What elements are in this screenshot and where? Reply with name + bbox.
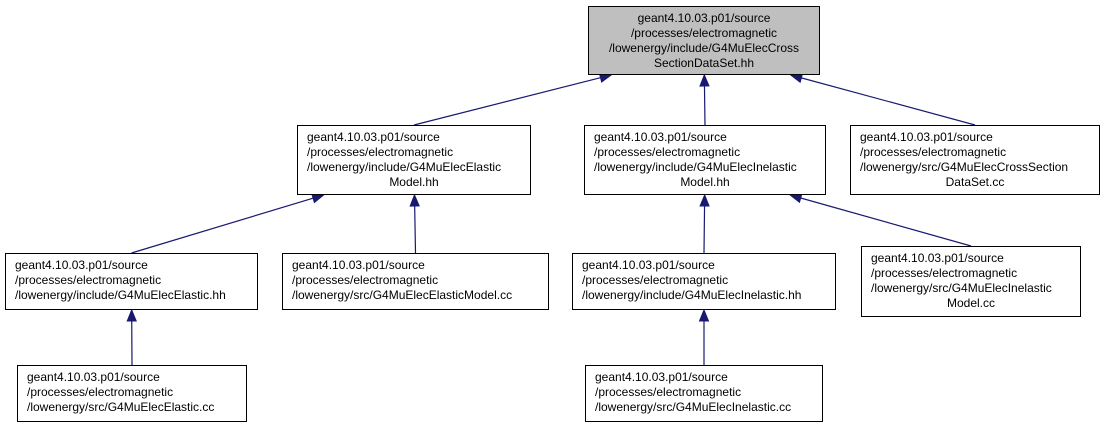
node-line: geant4.10.03.p01/source	[860, 130, 993, 144]
node-line: /processes/electromagnetic	[307, 145, 454, 159]
node-line: geant4.10.03.p01/source	[292, 258, 425, 272]
node-g4muelec-inelastic-model-cc[interactable]: geant4.10.03.p01/source /processes/elect…	[861, 246, 1081, 317]
node-line: /lowenergy/include/G4MuElecInelastic.hh	[582, 288, 802, 302]
edge-inelastic-hh-to-inelastic-model-hh	[703, 205, 706, 254]
node-line: Model.cc	[946, 296, 996, 310]
node-g4muelec-elastic-model-hh[interactable]: geant4.10.03.p01/source /processes/elect…	[297, 125, 531, 195]
node-line: /lowenergy/src/G4MuElecElasticModel.cc	[292, 288, 513, 302]
node-g4muelec-elastic-model-cc[interactable]: geant4.10.03.p01/source /processes/elect…	[282, 253, 549, 310]
node-g4muelec-inelastic-hh[interactable]: geant4.10.03.p01/source /processes/elect…	[572, 253, 836, 310]
node-line: /processes/electromagnetic	[582, 273, 729, 287]
node-line: /processes/electromagnetic	[15, 273, 162, 287]
node-line: /lowenergy/include/G4MuElecCross	[608, 41, 800, 55]
arrowhead-inelastic-cc-to-inelastic-hh	[698, 308, 710, 322]
node-line: /lowenergy/src/G4MuElecCrossSection	[860, 160, 1069, 174]
node-g4muelec-inelastic-model-hh[interactable]: geant4.10.03.p01/source /processes/elect…	[584, 125, 826, 195]
node-line: geant4.10.03.p01/source	[637, 11, 771, 25]
node-line: Model.hh	[680, 175, 730, 189]
arrowhead-inelastic-hh-to-inelastic-model-hh	[699, 193, 710, 207]
edge-elastic-hh-to-elastic-model-hh	[131, 197, 314, 254]
node-line: /lowenergy/src/G4MuElecInelastic.cc	[595, 400, 792, 414]
node-line: geant4.10.03.p01/source	[582, 258, 715, 272]
node-line: /processes/electromagnetic	[292, 273, 439, 287]
node-line: /processes/electromagnetic	[594, 145, 741, 159]
edge-inelastic-model-hh-to-root	[703, 85, 706, 126]
node-line: geant4.10.03.p01/source	[15, 258, 148, 272]
node-line: Model.hh	[389, 175, 439, 189]
node-line: SectionDataSet.hh	[653, 56, 755, 70]
arrowhead-elastic-model-cc-to-elastic-model-hh	[409, 193, 420, 207]
node-line: /lowenergy/src/G4MuElecElastic.cc	[27, 400, 215, 414]
node-line: /lowenergy/include/G4MuElecElastic	[307, 160, 502, 174]
edge-inelastic-model-cc-to-inelastic-model-hh	[800, 197, 972, 247]
edge-cross-section-cc-to-root	[801, 77, 976, 126]
node-g4muelec-elastic-cc[interactable]: geant4.10.03.p01/source /processes/elect…	[17, 365, 247, 422]
node-g4muelec-elastic-hh[interactable]: geant4.10.03.p01/source /processes/elect…	[5, 253, 258, 310]
arrowhead-inelastic-model-hh-to-root	[699, 73, 710, 87]
node-line: /processes/electromagnetic	[595, 385, 742, 399]
node-line: geant4.10.03.p01/source	[307, 130, 440, 144]
node-line: /lowenergy/include/G4MuElecElastic.hh	[15, 288, 226, 302]
node-line: geant4.10.03.p01/source	[27, 370, 160, 384]
node-line: /lowenergy/src/G4MuElecInelastic	[871, 281, 1052, 295]
arrowhead-elastic-hh-to-elastic-model-hh	[311, 193, 325, 204]
node-g4muelec-inelastic-cc[interactable]: geant4.10.03.p01/source /processes/elect…	[585, 365, 823, 422]
node-g4muelec-cross-section-dataset-cc[interactable]: geant4.10.03.p01/source /processes/elect…	[850, 125, 1100, 195]
edge-elastic-model-cc-to-elastic-model-hh	[414, 205, 417, 254]
node-line: geant4.10.03.p01/source	[594, 130, 727, 144]
node-line: /processes/electromagnetic	[27, 385, 174, 399]
node-line: DataSet.cc	[945, 175, 1005, 189]
edge-elastic-model-hh-to-root	[413, 77, 601, 126]
node-line: geant4.10.03.p01/source	[871, 251, 1004, 265]
node-g4muelec-cross-section-dataset-hh: geant4.10.03.p01/source /processes/elect…	[588, 6, 820, 75]
node-line: /processes/electromagnetic	[860, 145, 1007, 159]
node-line: geant4.10.03.p01/source	[595, 370, 728, 384]
arrowhead-elastic-cc-to-elastic-hh	[126, 308, 137, 322]
node-line: /processes/electromagnetic	[871, 266, 1018, 280]
node-line: /lowenergy/include/G4MuElecInelastic	[594, 160, 797, 174]
node-line: /processes/electromagnetic	[630, 26, 778, 40]
